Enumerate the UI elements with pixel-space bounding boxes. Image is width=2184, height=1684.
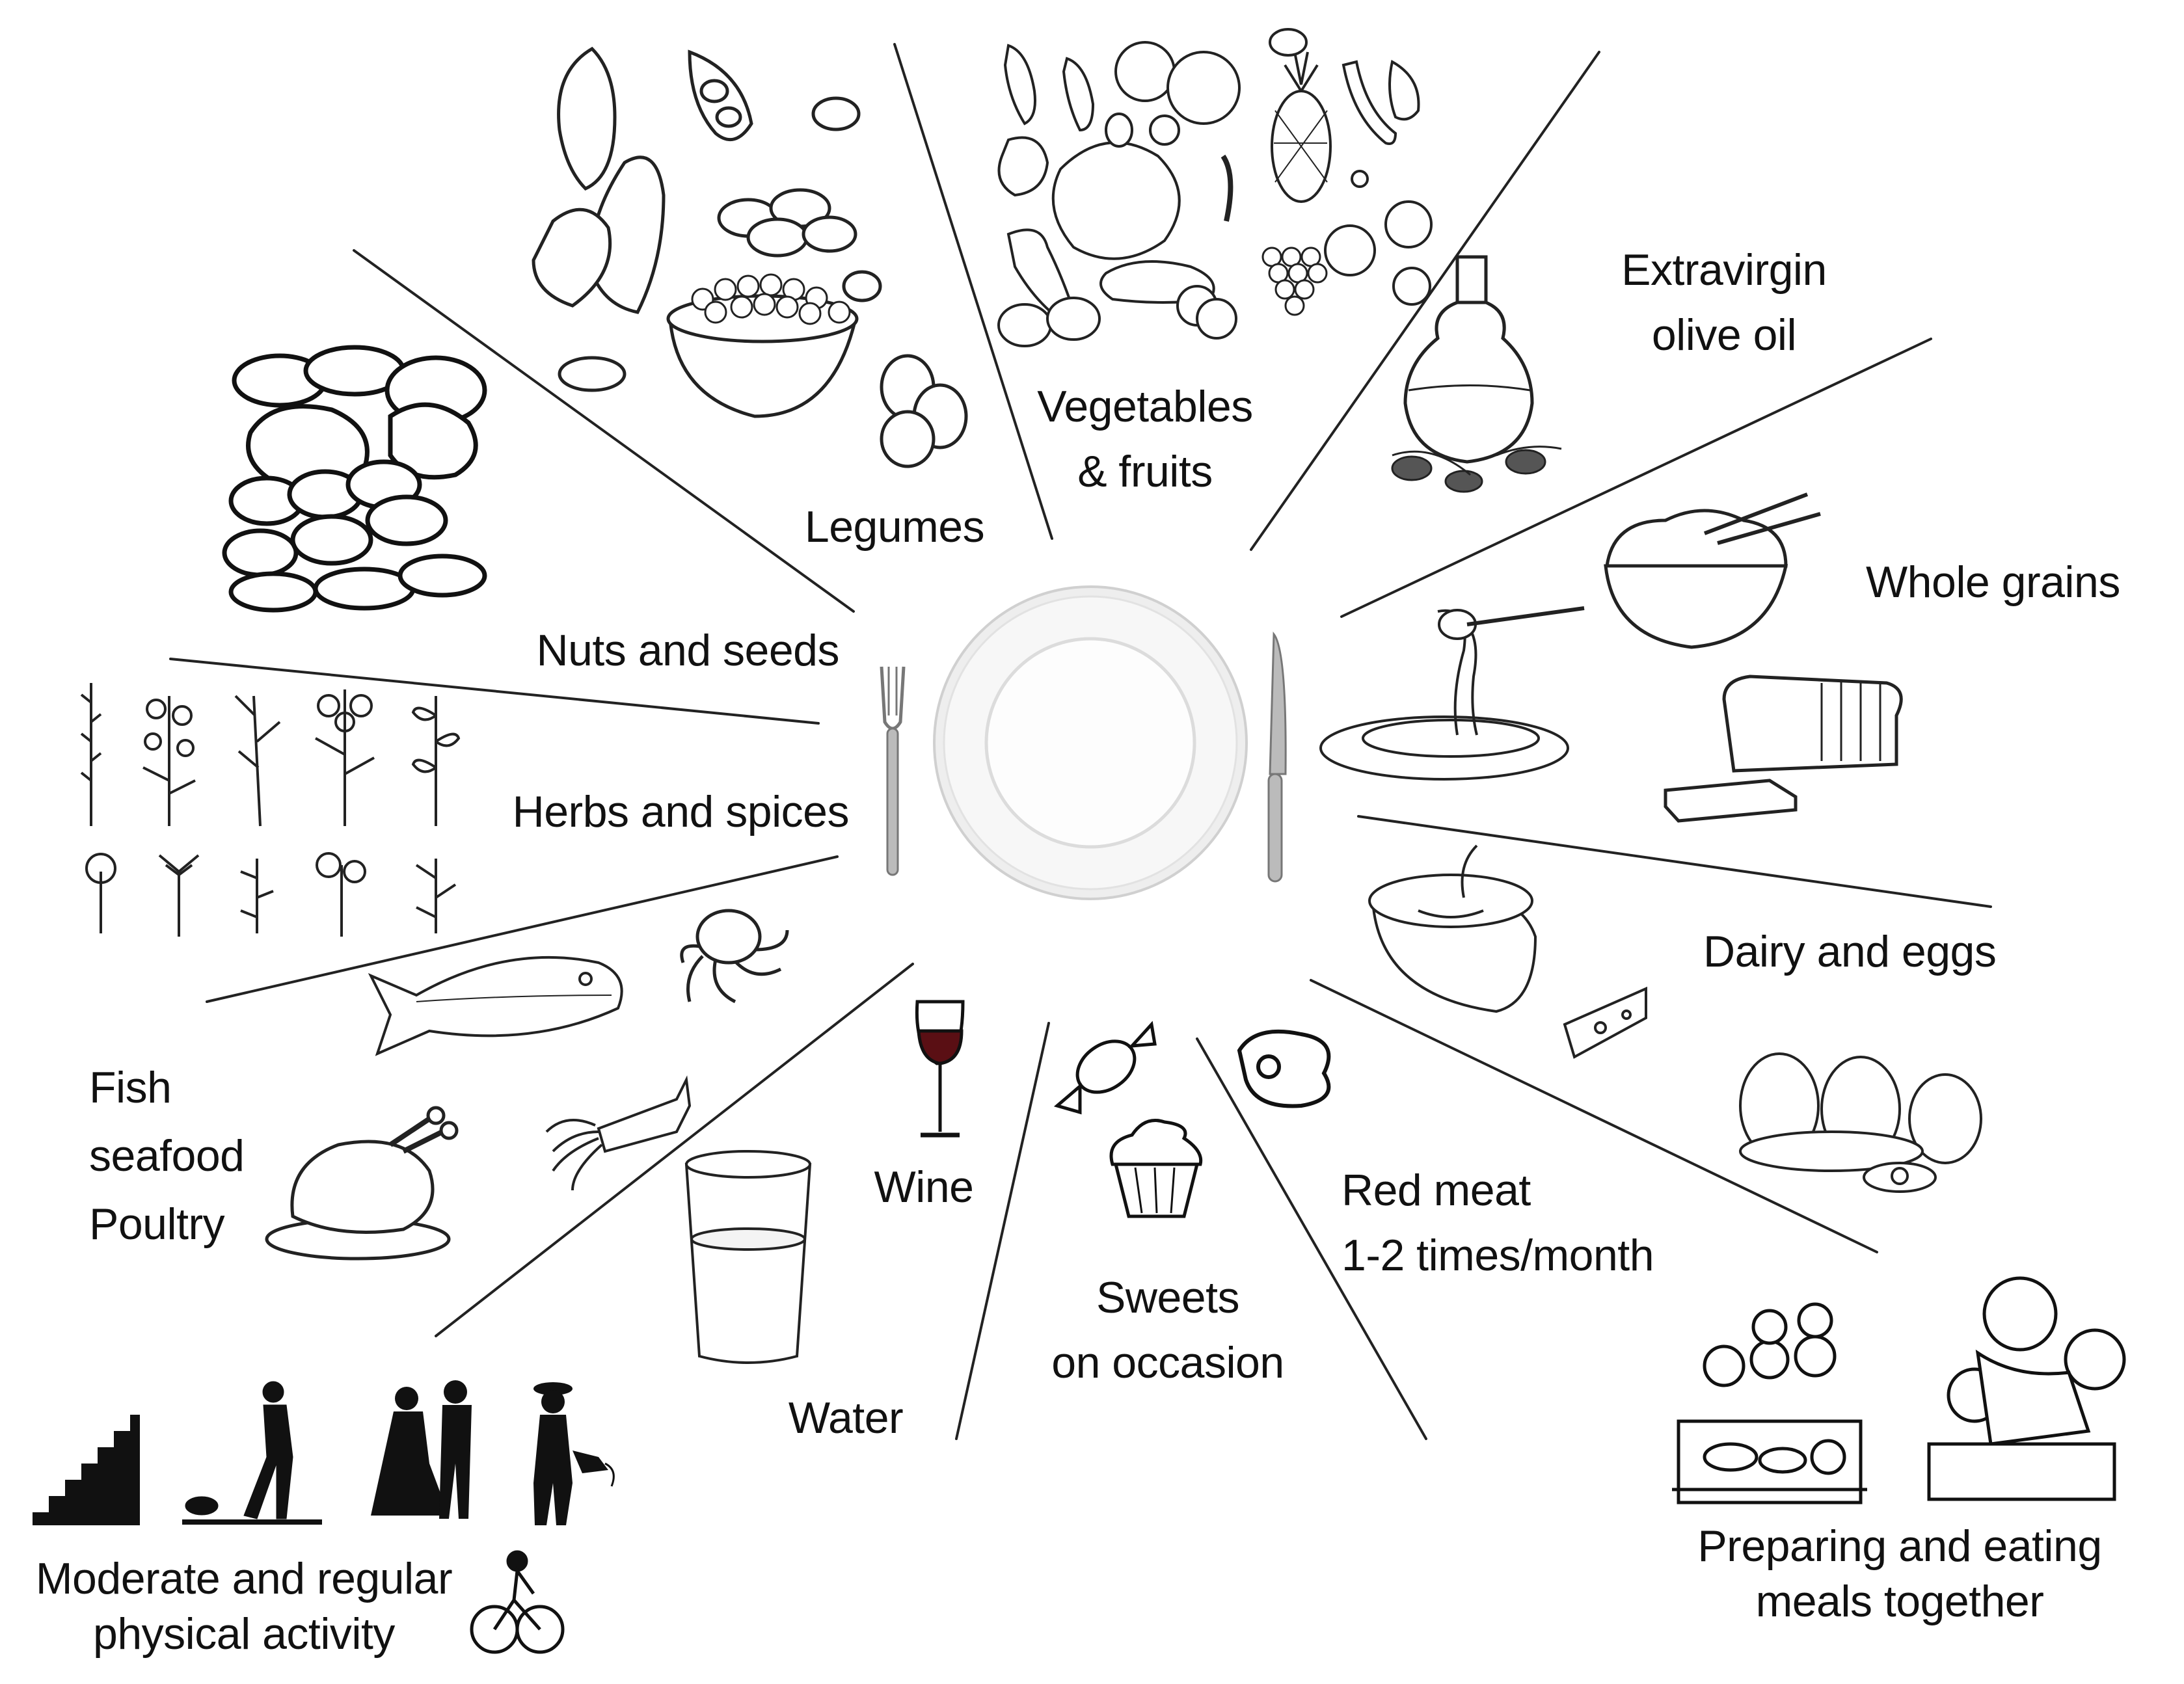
eggs-icon [1739, 1052, 1982, 1193]
label-line: Extravirgin [1621, 245, 1827, 295]
label-line: 1-2 times/month [1341, 1231, 1654, 1280]
label-line: Whole grains [1866, 557, 2120, 607]
pea-pod-icon [532, 46, 882, 392]
divider-line [169, 658, 820, 725]
label-line: Water [788, 1393, 904, 1443]
label-sweets: Sweets on occasion [1015, 1265, 1321, 1395]
herbs-icon [80, 683, 461, 937]
walking-dog-icon [182, 1381, 322, 1525]
wine-glass-icon [915, 1000, 965, 1138]
stairs-icon [33, 1415, 140, 1525]
candy-icon [1053, 1021, 1157, 1115]
label-red-meat: Red meat 1-2 times/month [1341, 1158, 1706, 1288]
label-line: meals together [1755, 1577, 2044, 1626]
water-glass-icon [684, 1150, 812, 1364]
label-line: Red meat [1341, 1166, 1531, 1215]
divider-line [955, 1022, 1050, 1440]
family-dinner-icon [1672, 1302, 1867, 1504]
label-dairy-eggs: Dairy and eggs [1703, 919, 2055, 984]
roast-chicken-icon [265, 1106, 459, 1261]
plate-icon [933, 585, 1248, 900]
label-line: Dairy and eggs [1703, 927, 1997, 976]
dancing-couple-icon [371, 1380, 472, 1519]
divider-line [1196, 1037, 1427, 1440]
divider-line [893, 43, 1053, 540]
label-line: physical activity [93, 1609, 395, 1659]
label-physical-activity: Moderate and regular physical activity [10, 1551, 478, 1662]
divider-line [206, 855, 839, 1003]
cheese-icon [1563, 986, 1647, 1059]
divider-line [435, 963, 914, 1337]
label-line: Preparing and eating [1697, 1521, 2102, 1571]
divider-line [1250, 51, 1600, 551]
octopus-icon [680, 909, 789, 1004]
divider-lines [169, 43, 1992, 1440]
label-wine: Wine [859, 1155, 989, 1220]
cyclist-icon [470, 1550, 565, 1654]
bread-icon [1664, 675, 1903, 823]
cupcake-icon [1109, 1119, 1203, 1218]
label-herbs-spices: Herbs and spices [455, 779, 850, 844]
label-line: Wine [874, 1162, 974, 1212]
olive-oil-bottle-icon [1391, 255, 1562, 493]
label-olive-oil: Extravirgin olive oil [1587, 237, 1861, 368]
divider-line [353, 249, 855, 613]
nuts-icon [222, 345, 487, 613]
label-whole-grains: Whole grains [1866, 550, 2139, 615]
squid-icon [545, 1075, 692, 1191]
divider-line [1357, 815, 1992, 908]
label-fish-seafood-poultry: Fish seafood Poultry [89, 1054, 323, 1259]
label-line: Moderate and regular [35, 1554, 453, 1603]
label-line: Poultry [89, 1199, 225, 1249]
steak-icon [1237, 1029, 1331, 1108]
label-line: & fruits [1077, 447, 1213, 496]
fish-icon [368, 956, 623, 1056]
fork-icon [880, 666, 906, 876]
label-line: Vegetables [1037, 382, 1253, 431]
vegetables-icon [997, 41, 1241, 347]
label-water: Water [768, 1385, 924, 1450]
label-legumes: Legumes [784, 494, 1005, 559]
divider-line [1340, 338, 1932, 618]
spaghetti-icon [1319, 606, 1585, 781]
gardening-icon [533, 1382, 615, 1525]
label-line: Legumes [804, 502, 985, 552]
rice-bowl-icon [1604, 492, 1821, 649]
bean-bowl-icon [666, 273, 968, 468]
label-line: Herbs and spices [512, 787, 850, 836]
pineapple-icon [1261, 28, 1433, 316]
milk-bowl-icon [1368, 844, 1537, 1013]
label-line: Nuts and seeds [536, 626, 839, 675]
label-line: on occasion [1051, 1338, 1284, 1387]
knife-icon [1267, 631, 1287, 883]
label-meals-together: Preparing and eating meals together [1646, 1519, 2153, 1629]
label-line: seafood [89, 1131, 245, 1181]
label-line: Sweets [1096, 1273, 1240, 1322]
cooking-together-icon [1927, 1276, 2126, 1501]
divider-line [1310, 979, 1878, 1253]
label-nuts-seeds: Nuts and seeds [455, 618, 839, 683]
label-line: Fish [89, 1063, 172, 1112]
label-vegetables-fruits: Vegetables & fruits [1015, 374, 1275, 504]
label-line: olive oil [1651, 310, 1797, 360]
